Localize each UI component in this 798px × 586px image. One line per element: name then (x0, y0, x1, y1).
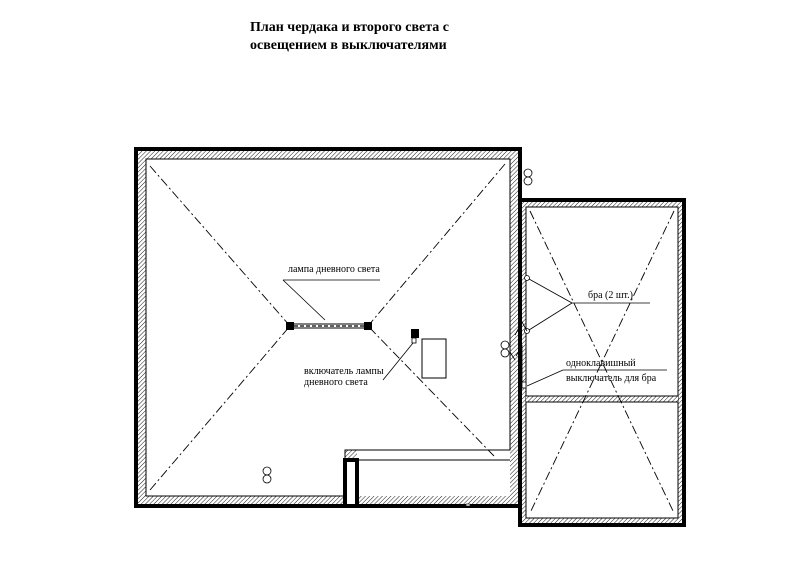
single-switch-label-line-1: одноклавишный (566, 358, 636, 369)
title-line-2: освещением в выключателями (250, 38, 447, 53)
socket-icon (523, 168, 533, 186)
sconce-leader (528, 278, 573, 304)
roof-lines-main (149, 163, 506, 491)
single-switch-leader (526, 369, 564, 387)
socket-icon (500, 340, 510, 358)
title-line-1: План чердака и второго света с (250, 20, 449, 35)
partition-wall (526, 396, 678, 402)
switch-label-line-1: включатель лампы (304, 366, 384, 377)
sconce-icon (524, 275, 530, 281)
lamp-label: лампа дневного света (288, 264, 380, 275)
sconce-wiring (509, 321, 528, 385)
fluorescent-lamp (286, 322, 372, 330)
lamp-switch-icon (411, 329, 419, 338)
lamp-switch-box (411, 337, 417, 344)
sconce-leader (528, 302, 573, 331)
socket-icon (262, 466, 272, 484)
roof-lines-wing (529, 210, 675, 514)
wall-mark (465, 503, 471, 507)
switch-label-line-2: дневного света (304, 377, 368, 388)
lamp-leader (282, 279, 326, 321)
switch-leader (382, 342, 414, 381)
sconce-label: бра (2 шт.) (588, 290, 633, 301)
floor-opening (421, 338, 447, 379)
drawing-title: План чердака и второго света с освещение… (250, 19, 570, 55)
wing-walls (518, 198, 686, 527)
sconce-switch-icon (521, 381, 527, 389)
single-switch-label-line-2: выключатель для бра (566, 373, 657, 384)
